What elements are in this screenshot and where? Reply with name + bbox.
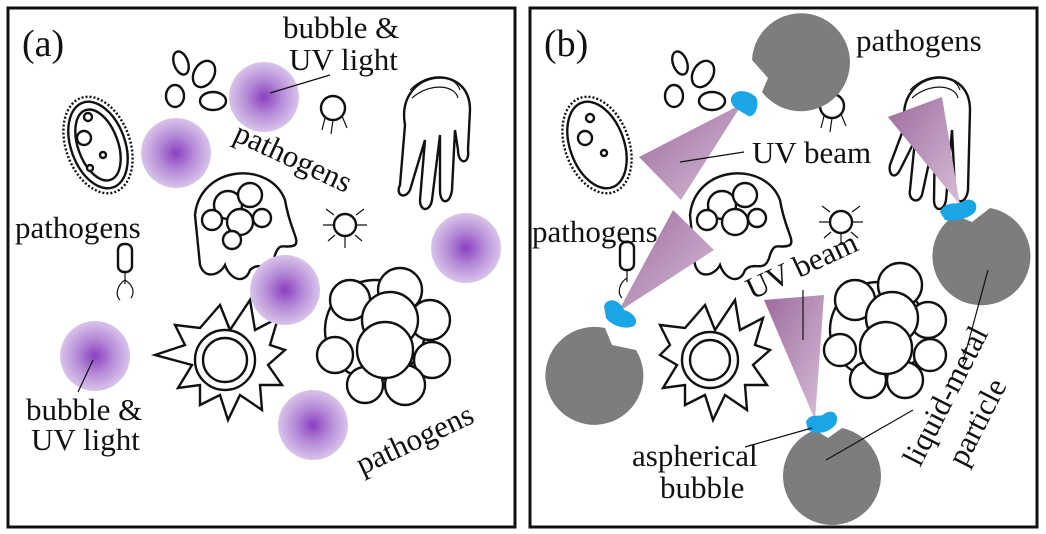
pathogen-mite bbox=[323, 208, 367, 248]
uv-beam bbox=[764, 295, 824, 420]
uv-beam bbox=[639, 104, 742, 200]
label-uv-beam-1: UV beam bbox=[752, 135, 871, 170]
aspherical-bubble bbox=[806, 411, 838, 433]
pathogen-paramecium bbox=[561, 95, 633, 195]
uv-bubbles bbox=[60, 62, 501, 460]
liquid-metal-particle bbox=[545, 326, 644, 425]
panel-a: (a) bbox=[6, 6, 517, 529]
pathogen-bacteriophage bbox=[618, 240, 636, 299]
panel-b-tag: (b) bbox=[544, 23, 588, 65]
label-bubble-uv-bottom-2: UV light bbox=[31, 422, 140, 457]
aspherical-bubbles bbox=[604, 91, 977, 433]
leader-line bbox=[77, 359, 94, 393]
pathogen-amoeba bbox=[193, 172, 298, 281]
label-pathogens-top: pathogens bbox=[856, 23, 982, 58]
bubble-uv-light bbox=[250, 255, 320, 325]
pathogen-cluster bbox=[822, 261, 948, 400]
pathogen-spores bbox=[663, 50, 727, 112]
pathogen-cluster bbox=[315, 266, 452, 407]
leader-line bbox=[744, 427, 813, 448]
bubble-uv-light bbox=[229, 62, 299, 132]
label-bubble-uv-top-1: bubble & bbox=[283, 10, 399, 45]
pathogen-spiky bbox=[150, 296, 288, 424]
leader-line bbox=[679, 151, 745, 163]
bubble-uv-light bbox=[431, 213, 501, 283]
leader-line bbox=[825, 409, 914, 461]
pathogen-virus-small bbox=[319, 94, 348, 135]
pathogen-paramecium bbox=[62, 95, 134, 195]
label-pathogens-left: pathogens bbox=[532, 214, 658, 249]
label-bubble-uv-bottom-1: bubble & bbox=[26, 392, 142, 427]
bubble-uv-light bbox=[141, 118, 211, 188]
pathogen-mite bbox=[819, 205, 863, 245]
pathogen-spiky bbox=[657, 296, 773, 424]
panel-a-tag: (a) bbox=[22, 23, 64, 65]
label-pathogens-left: pathogens bbox=[15, 210, 141, 245]
panel-b: (b) bbox=[528, 6, 1039, 529]
pathogen-bacteriophage bbox=[116, 242, 134, 301]
liquid-metal-particle bbox=[932, 208, 1031, 306]
leader-line bbox=[962, 269, 989, 363]
liquid-metal-particle bbox=[752, 13, 850, 112]
bubble-uv-light bbox=[278, 390, 348, 460]
pathogen-amoeba bbox=[688, 172, 793, 281]
aspherical-bubble bbox=[730, 91, 758, 117]
uv-beams bbox=[618, 97, 960, 420]
aspherical-bubble bbox=[940, 199, 977, 221]
liquid-metal-particles bbox=[545, 13, 1031, 525]
liquid-metal-particle bbox=[782, 428, 881, 525]
label-bubble-uv-top-2: UV light bbox=[289, 42, 398, 77]
uv-beam bbox=[888, 97, 960, 205]
pathogen-spores bbox=[164, 50, 228, 112]
label-aspherical-1: aspherical bbox=[632, 438, 758, 473]
bubble-uv-light bbox=[60, 321, 130, 391]
pathogen-jellyfish bbox=[397, 76, 472, 211]
uv-beam bbox=[618, 210, 714, 312]
label-aspherical-2: bubble bbox=[660, 470, 744, 505]
leader-line bbox=[269, 74, 331, 94]
aspherical-bubble bbox=[604, 300, 637, 328]
